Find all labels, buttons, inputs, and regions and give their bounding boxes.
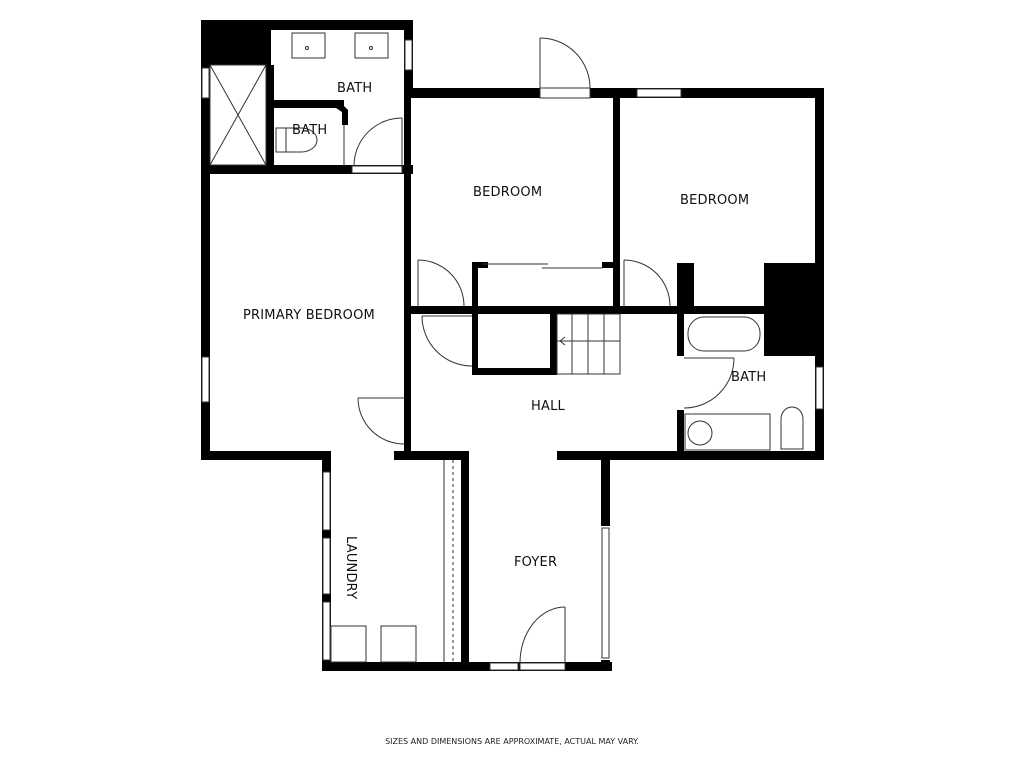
room-label-laundry: LAUNDRY bbox=[343, 536, 358, 600]
windows bbox=[201, 39, 824, 671]
disclaimer-text: SIZES AND DIMENSIONS ARE APPROXIMATE, AC… bbox=[385, 737, 639, 746]
room-label-hall: HALL bbox=[531, 399, 565, 414]
walls bbox=[201, 20, 824, 671]
room-label-primary-bedroom: PRIMARY BEDROOM bbox=[243, 308, 375, 323]
fixtures bbox=[209, 32, 804, 663]
room-label-bedroom-1: BEDROOM bbox=[473, 185, 543, 200]
stairs bbox=[556, 313, 621, 375]
doors bbox=[351, 37, 735, 671]
room-label-bedroom-2: BEDROOM bbox=[680, 193, 750, 208]
room-label-wc-bath: BATH bbox=[292, 123, 328, 138]
room-label-hall-bath: BATH bbox=[731, 370, 767, 385]
room-label-foyer: FOYER bbox=[514, 555, 558, 570]
room-label-primary-bath: BATH bbox=[337, 81, 373, 96]
